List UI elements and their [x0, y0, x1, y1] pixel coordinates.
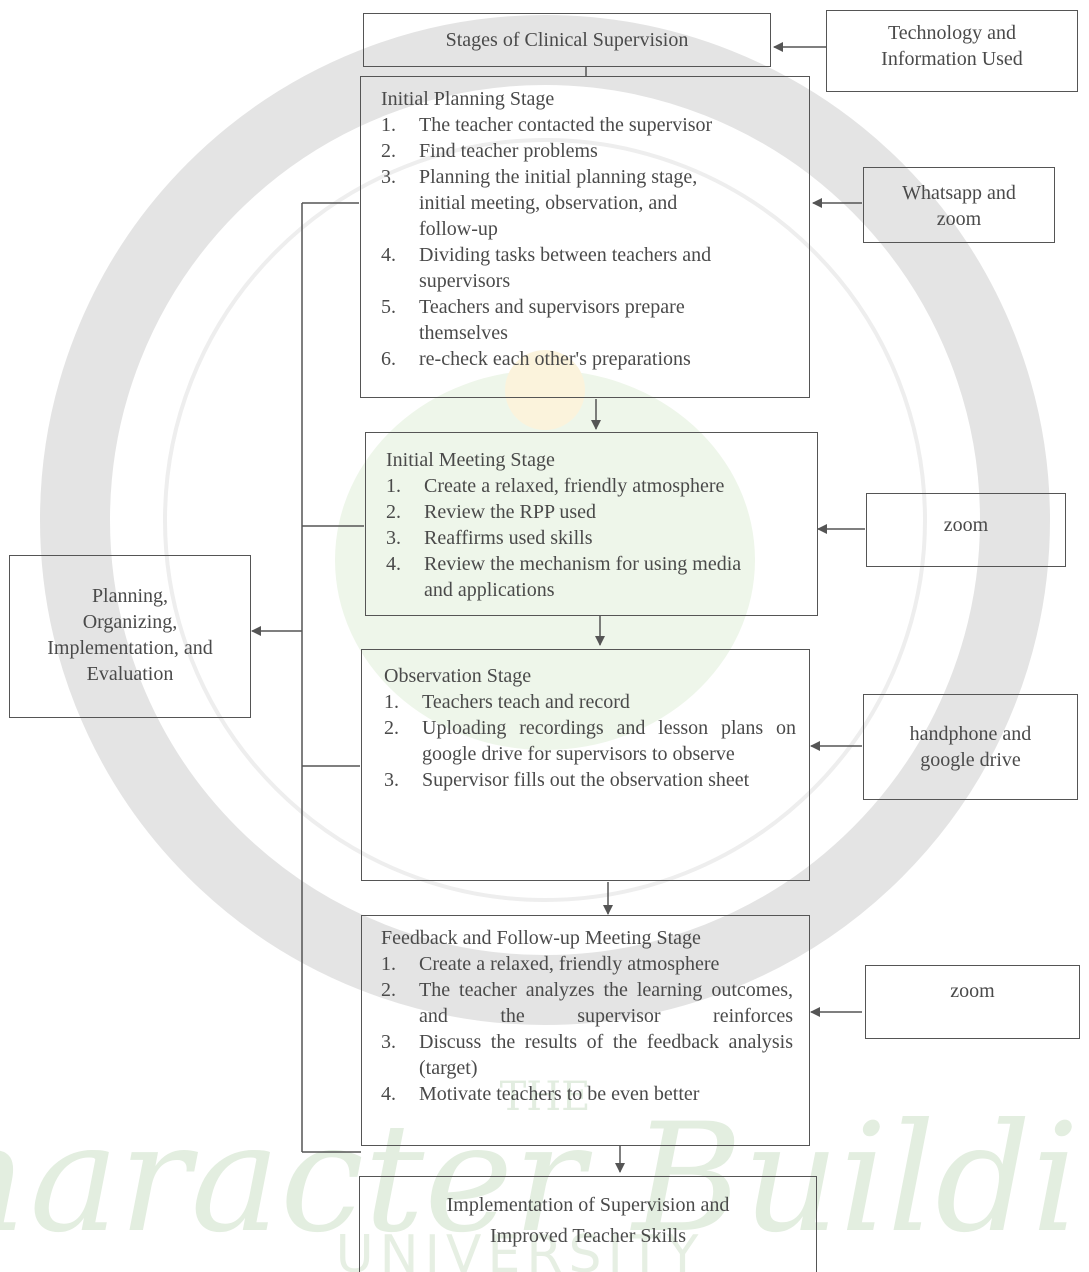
tech-header-line1: Technology and [887, 22, 1016, 44]
list-item: 4.Dividing tasks between teachers and su… [381, 244, 712, 292]
result-box: Implementation of Supervision and Improv… [359, 1176, 817, 1272]
left-box-line3: Implementation, and [47, 637, 213, 659]
stage3-tool-box: handphone and google drive [863, 694, 1078, 800]
left-box-line1: Planning, [91, 585, 169, 607]
watermark-ring [40, 15, 1050, 1025]
list-item: 1.Create a relaxed, friendly atmosphere [381, 953, 720, 975]
stage1-tool-line2: zoom [936, 208, 982, 230]
list-item: 4.Motivate teachers to be even better [381, 1083, 700, 1105]
tech-header-line2: Information Used [881, 48, 1023, 70]
stage2-box: Initial Meeting Stage 1.Create a relaxed… [365, 432, 818, 616]
stage2-list: 1.Create a relaxed, friendly atmosphere … [386, 473, 796, 603]
list-item: 3.Discuss the results of the feedback an… [381, 1031, 793, 1079]
stage1-title: Initial Planning Stage [381, 88, 555, 110]
list-item: 1.Create a relaxed, friendly atmosphere [386, 475, 725, 497]
list-item: 5.Teachers and supervisors prepare thems… [381, 296, 685, 344]
stage3-tool-line2: google drive [920, 749, 1021, 771]
stage1-list: 1.The teacher contacted the supervisor 2… [381, 112, 781, 372]
list-item: 1.Teachers teach and record [384, 691, 630, 713]
stage3-tool-line1: handphone and [909, 723, 1032, 745]
stages-header-box: Stages of Clinical Supervision [363, 13, 771, 67]
stage2-tool-text: zoom [943, 514, 989, 536]
stage4-box: Feedback and Follow-up Meeting Stage 1.C… [361, 915, 810, 1146]
stage4-tool-box: zoom [865, 965, 1080, 1039]
list-item: 3.Planning the initial planning stage, i… [381, 166, 698, 240]
stage3-list: 1.Teachers teach and record 2.Uploading … [384, 689, 796, 793]
result-line1: Implementation of Supervision and [446, 1194, 730, 1216]
stages-header-text: Stages of Clinical Supervision [445, 29, 689, 51]
list-item: 2.The teacher analyzes the learning outc… [381, 979, 793, 1027]
list-item: 3.Supervisor fills out the observation s… [384, 769, 750, 791]
stage2-tool-box: zoom [866, 493, 1066, 567]
list-item: 2.Find teacher problems [381, 140, 598, 162]
stage4-list: 1.Create a relaxed, friendly atmosphere … [381, 951, 793, 1107]
list-item: 6.re-check each other's preparations [381, 348, 691, 370]
left-box-line2: Organizing, [82, 611, 178, 633]
list-item: 2.Uploading recordings and lesson plans … [384, 717, 796, 765]
tech-header-box: Technology and Information Used [826, 10, 1078, 92]
list-item: 3.Reaffirms used skills [386, 527, 593, 549]
stage4-title: Feedback and Follow-up Meeting Stage [381, 927, 701, 949]
list-item: 1.The teacher contacted the supervisor [381, 114, 713, 136]
management-functions-box: Planning, Organizing, Implementation, an… [9, 555, 251, 718]
stage3-box: Observation Stage 1.Teachers teach and r… [361, 649, 810, 881]
watermark-script-text: Character Building [0, 1092, 1089, 1266]
watermark-university-text: UNIVERSITY [336, 1225, 705, 1272]
list-item: 4.Review the mechanism for using media a… [386, 553, 742, 601]
watermark-the-text: THE [500, 1074, 591, 1120]
stage1-tool-line1: Whatsapp and [902, 182, 1016, 204]
stage1-box: Initial Planning Stage 1.The teacher con… [360, 76, 810, 398]
watermark-emblem [335, 370, 755, 750]
list-item: 2.Review the RPP used [386, 501, 597, 523]
left-box-line4: Evaluation [86, 663, 174, 685]
stage4-tool-text: zoom [950, 980, 995, 1002]
result-line2: Improved Teacher Skills [490, 1225, 686, 1247]
watermark-inner-ring [163, 138, 927, 902]
stage2-title: Initial Meeting Stage [386, 449, 555, 471]
stage3-title: Observation Stage [384, 665, 532, 687]
watermark-sun [505, 350, 585, 430]
stage1-tool-box: Whatsapp and zoom [863, 167, 1055, 243]
